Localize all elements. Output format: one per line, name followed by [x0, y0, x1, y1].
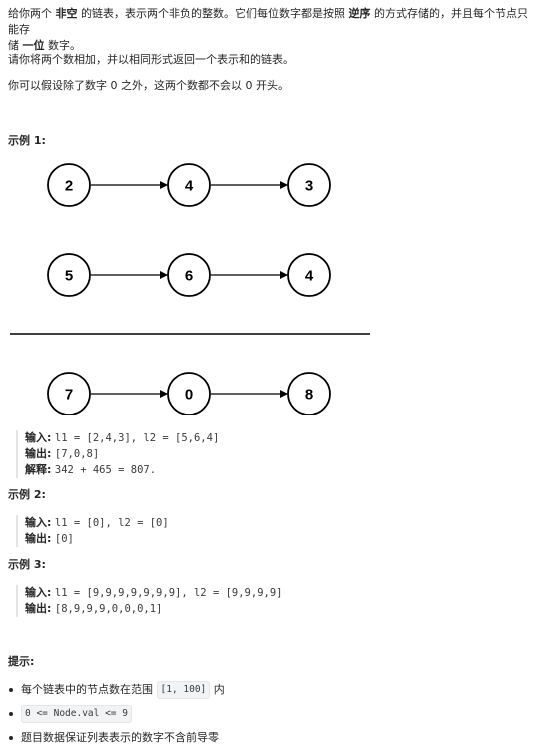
svg-text:3: 3 [305, 178, 313, 195]
list-node: 3 [287, 163, 331, 207]
svg-text:7: 7 [65, 387, 73, 404]
example-1-input: 输入: l1 = [2,4,3], l2 = [5,6,4] [25, 431, 220, 444]
svg-text:6: 6 [185, 268, 193, 285]
emphasis-reverse: 逆序 [348, 7, 371, 20]
bullet-icon [9, 712, 13, 716]
svg-text:2: 2 [65, 178, 73, 195]
example-3-input: 输入: l1 = [9,9,9,9,9,9,9], l2 = [9,9,9,9] [25, 586, 283, 599]
description-paragraph-3: 你可以假设除了数字 0 之外，这两个数都不会以 0 开头。 [8, 79, 289, 92]
hint-item: 每个链表中的节点数在范围 [1, 100] 内 [8, 681, 225, 699]
svg-text:4: 4 [185, 178, 194, 195]
hints-heading: 提示: [8, 655, 35, 668]
description-paragraph-2: 请你将两个数相加，并以相同形式返回一个表示和的链表。 [8, 53, 294, 66]
bullet-icon [9, 736, 13, 740]
example-2-input: 输入: l1 = [0], l2 = [0] [25, 516, 169, 529]
emphasis-nonempty: 非空 [55, 7, 78, 20]
svg-text:5: 5 [65, 268, 73, 285]
example-2-block: 输入: l1 = [0], l2 = [0] 输出: [0] [16, 515, 169, 547]
example-3-block: 输入: l1 = [9,9,9,9,9,9,9], l2 = [9,9,9,9]… [16, 585, 282, 617]
example-1-explanation: 解释: 342 + 465 = 807. [25, 463, 157, 476]
emphasis-one-digit: 一位 [22, 39, 45, 52]
description-paragraph-1: 给你两个 非空 的链表，表示两个非负的整数。它们每位数字都是按照 逆序 的方式存… [8, 7, 528, 52]
example-1-output: 输出: [7,0,8] [25, 447, 100, 460]
hint-item: 0 <= Node.val <= 9 [8, 705, 132, 723]
svg-text:8: 8 [305, 387, 313, 404]
list-node: 4 [287, 253, 331, 297]
example-3-output: 输出: [8,9,9,9,0,0,0,1] [25, 602, 163, 615]
example-1-block: 输入: l1 = [2,4,3], l2 = [5,6,4] 输出: [7,0,… [16, 430, 219, 478]
list-node: 4 [167, 163, 211, 207]
list-node: 5 [47, 253, 91, 297]
example-2-heading: 示例 2: [8, 488, 46, 501]
list-node: 8 [287, 372, 331, 415]
example-1-heading: 示例 1: [8, 134, 46, 147]
list-node: 0 [167, 372, 211, 415]
hint-item: 题目数据保证列表表示的数字不含前导零 [8, 730, 219, 746]
list-node: 2 [47, 163, 91, 207]
svg-text:4: 4 [305, 268, 314, 285]
bullet-icon [9, 688, 13, 692]
example-3-heading: 示例 3: [8, 558, 46, 571]
svg-text:0: 0 [185, 387, 193, 404]
linked-list-diagram: 2 4 3 5 6 4 7 0 8 [10, 163, 370, 415]
example-2-output: 输出: [0] [25, 532, 74, 545]
list-node: 7 [47, 372, 91, 415]
list-node: 6 [167, 253, 211, 297]
